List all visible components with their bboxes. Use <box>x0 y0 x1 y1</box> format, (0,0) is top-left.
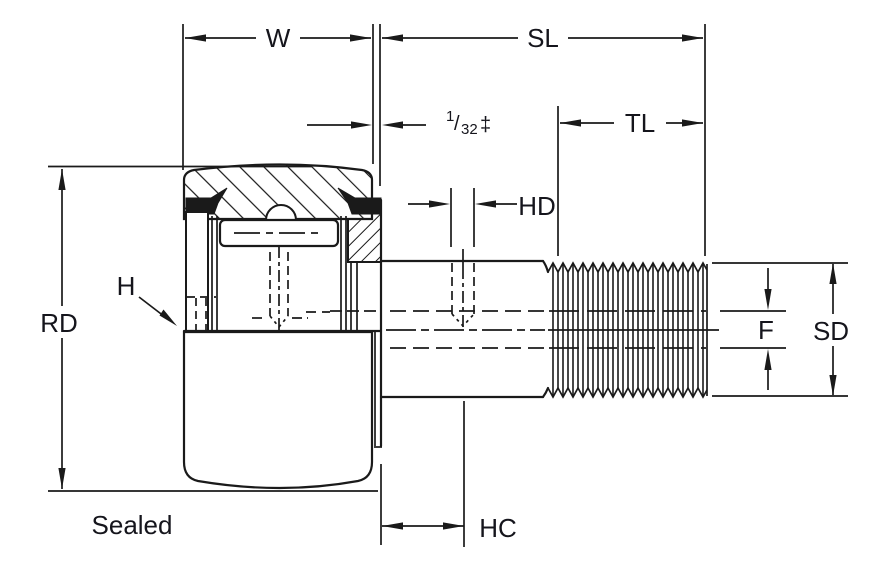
dimension-wrench-flat: F <box>720 268 786 390</box>
label-sl: SL <box>527 23 559 53</box>
dimension-end-hole: H <box>117 271 177 326</box>
label-h: H <box>117 271 136 301</box>
label-sd: SD <box>813 316 849 346</box>
label-offset: 1 / 32 ‡ <box>446 108 491 138</box>
stud-flange <box>347 198 383 448</box>
dimension-hole-diameter: HD <box>408 188 556 247</box>
dimension-thread-length: TL <box>560 107 703 138</box>
dimension-hole-center: HC <box>380 401 517 547</box>
right-seal <box>337 187 382 215</box>
extension-lines <box>182 24 706 256</box>
label-hd: HD <box>518 191 556 221</box>
dimension-offset: 1 / 32 ‡ <box>307 108 491 138</box>
bearing-outer-ring <box>182 163 374 221</box>
bearing-roller <box>218 218 340 248</box>
label-tl: TL <box>625 108 655 138</box>
dimension-stud-length: SL <box>382 22 703 53</box>
dimension-roller-diameter: RD <box>36 165 378 492</box>
stud-shank <box>379 259 550 399</box>
dimension-roller-width: W <box>185 22 371 53</box>
stud-thread <box>547 261 719 399</box>
bearing-end-plates <box>182 211 383 333</box>
lube-dome <box>264 204 298 221</box>
label-hc: HC <box>479 513 517 543</box>
dimension-stud-diameter: SD <box>712 262 858 397</box>
bearing-lower-body <box>182 330 374 490</box>
caption-sealed: Sealed <box>92 510 173 540</box>
label-f: F <box>758 315 774 345</box>
hidden-lines <box>186 246 545 349</box>
label-w: W <box>266 23 291 53</box>
label-rd: RD <box>40 308 78 338</box>
